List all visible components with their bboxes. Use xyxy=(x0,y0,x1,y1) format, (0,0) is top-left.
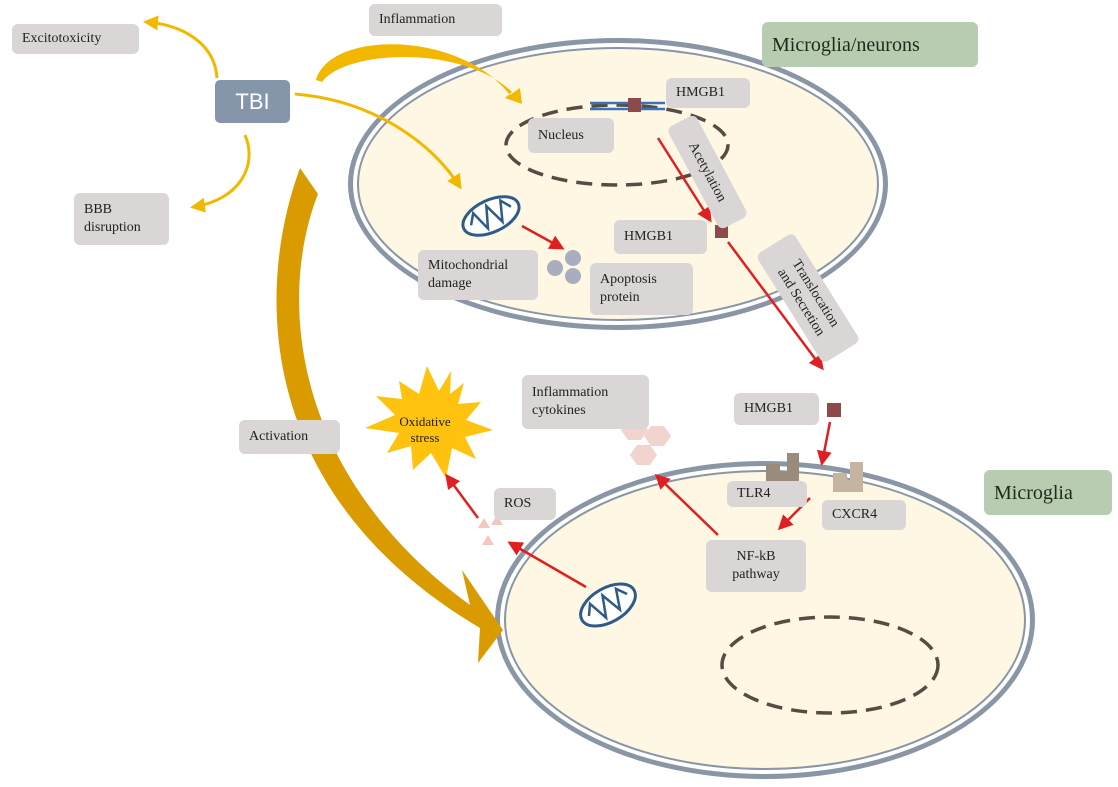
apoptosis-protein-label: Apoptosis protein xyxy=(590,263,693,315)
excitotoxicity-label: Excitotoxicity xyxy=(12,24,139,54)
bottom-cell xyxy=(495,461,1035,779)
acetylation-arrow xyxy=(656,137,712,223)
bottom-cell-title: Microglia xyxy=(984,470,1112,515)
ros-label: ROS xyxy=(494,488,556,520)
hmgb1-nucleus-label: HMGB1 xyxy=(666,78,750,108)
microglia-mitochondrion-icon xyxy=(579,582,637,628)
apoptosis-protein-dots-icon xyxy=(547,250,581,284)
bbb-disruption-label: BBB disruption xyxy=(74,193,169,245)
hmgb1-to-cxcr4-arrow xyxy=(816,421,832,466)
mitochondria-arrow xyxy=(294,92,462,190)
tbi-box: TBI xyxy=(215,80,290,123)
translocation-arrow xyxy=(726,241,824,371)
nfkb-to-cytokines-arrow xyxy=(654,473,719,536)
hmgb1-nuclear-square xyxy=(628,98,641,112)
tlr4-receptor-icon xyxy=(766,453,799,481)
oxidative-stress-label: Oxidative stress xyxy=(399,414,451,445)
nucleus-label: Nucleus xyxy=(528,118,614,153)
bbb-arrow xyxy=(190,134,251,213)
mitochondrial-damage-label: Mitochondrial damage xyxy=(418,250,538,300)
inflammation-cytokines-label: Inflammation cytokines xyxy=(522,375,649,429)
excitotoxicity-arrow xyxy=(143,15,219,79)
ros-to-oxidative-arrow xyxy=(445,473,480,519)
hmgb1-cytoplasm-label: HMGB1 xyxy=(614,220,707,254)
hmgb1-extracellular-label: HMGB1 xyxy=(734,393,819,425)
red-arrows xyxy=(445,137,832,589)
cxcr4-receptor-icon xyxy=(833,462,863,492)
tlr4-label: TLR4 xyxy=(727,481,807,507)
activation-label: Activation xyxy=(239,420,340,454)
nucleus-membrane xyxy=(504,103,730,187)
mito-to-ros-arrow xyxy=(507,541,587,589)
oxidative-stress-burst xyxy=(365,366,493,478)
nfkb-label: NF-kB pathway xyxy=(706,540,806,592)
mitochondrion-icon xyxy=(461,195,521,237)
hmgb1-cytoplasm-square xyxy=(715,225,728,238)
cxcr4-label: CXCR4 xyxy=(822,500,906,530)
gold-arrows xyxy=(143,15,462,213)
dna-strand-icon xyxy=(590,101,665,111)
top-cell-title: Microglia/neurons xyxy=(762,22,978,67)
activation-arrow xyxy=(276,168,503,663)
bottom-nucleus-membrane xyxy=(720,615,940,715)
ros-triangles-icon xyxy=(478,515,503,545)
mito-to-apoptosis-arrow xyxy=(521,224,565,250)
inflammation-arrow xyxy=(316,44,522,104)
inflammation-label: Inflammation xyxy=(369,4,502,36)
hmgb1-extracellular-square xyxy=(827,403,841,417)
